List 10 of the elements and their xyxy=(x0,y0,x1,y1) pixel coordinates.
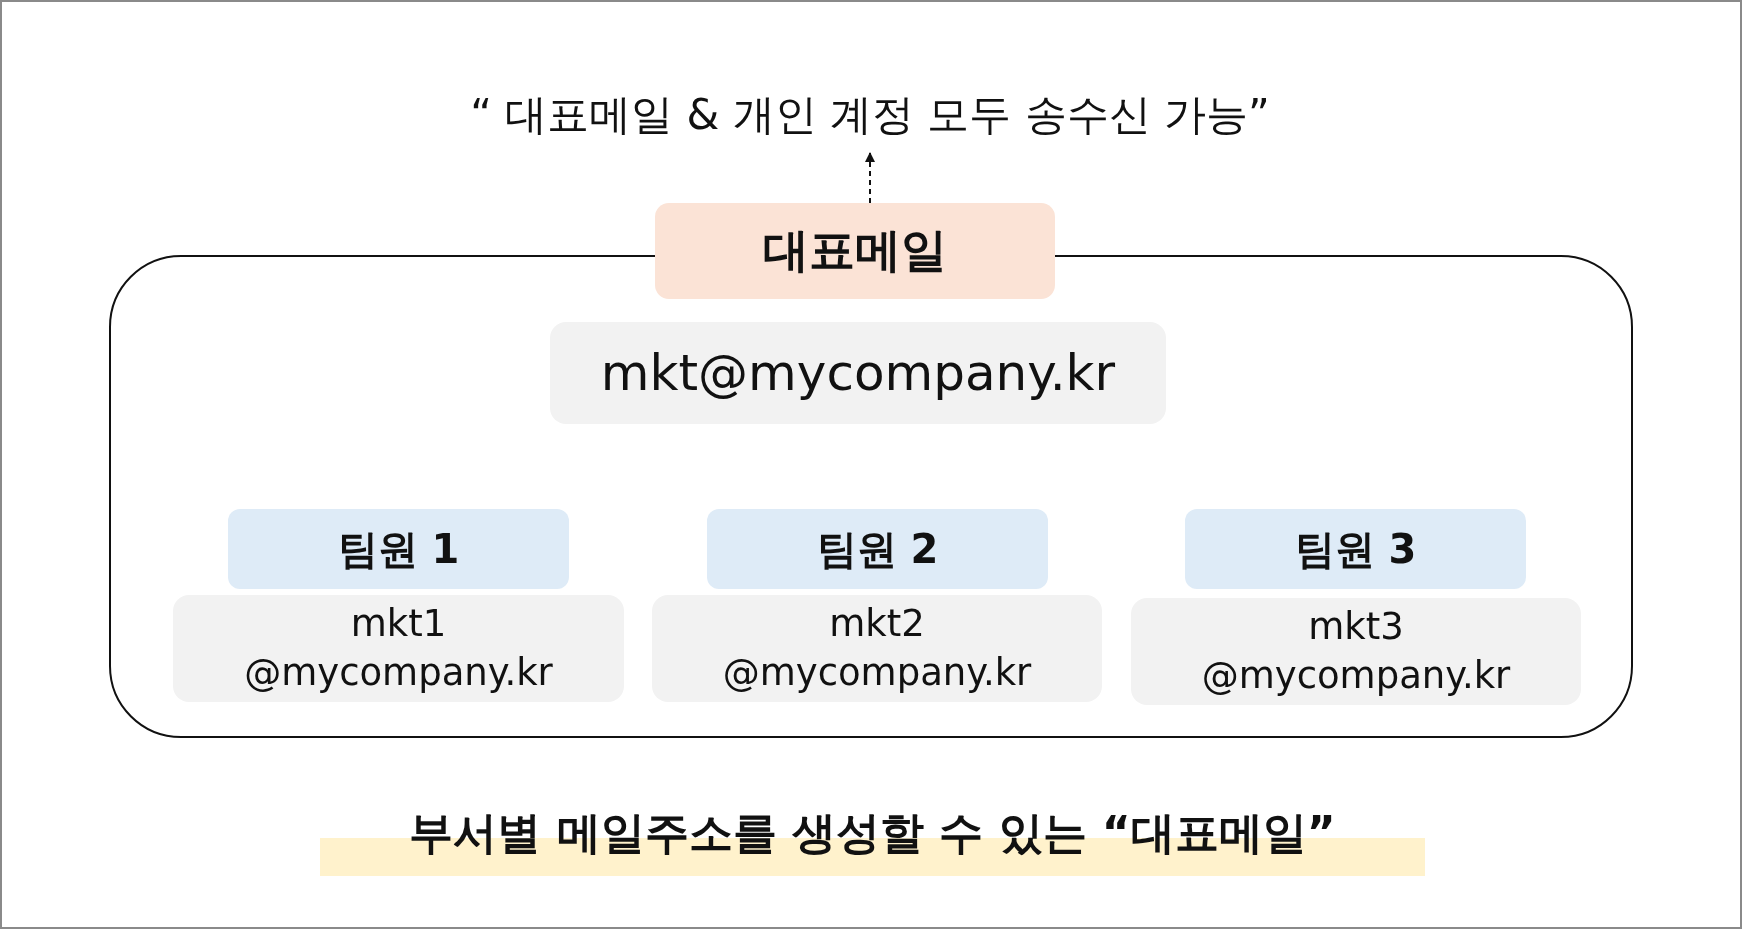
address-box: mkt2 @mycompany.kr xyxy=(652,595,1102,702)
member-box: 팀원 3 xyxy=(1185,509,1526,589)
arrow xyxy=(865,152,875,204)
quote-text: “ 대표메일 & 개인 계정 모두 송수신 가능” xyxy=(300,75,1440,155)
address-box: mkt1 @mycompany.kr xyxy=(173,595,624,702)
member-box: 팀원 2 xyxy=(707,509,1048,589)
title-box: 대표메일 xyxy=(655,203,1055,299)
address-box: mkt3 @mycompany.kr xyxy=(1131,598,1581,705)
address-box: mkt@mycompany.kr xyxy=(550,322,1166,424)
member-box: 팀원 1 xyxy=(228,509,569,589)
